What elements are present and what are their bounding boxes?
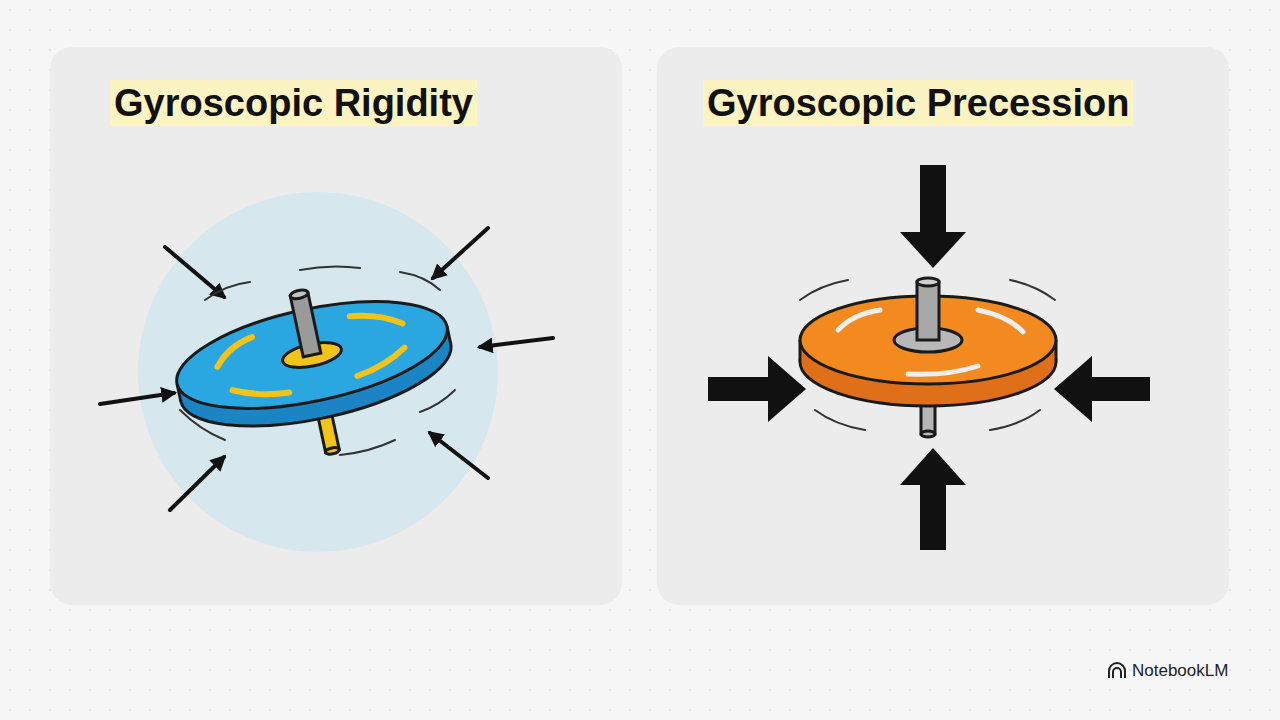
panel-card: Gyroscopic Precession: [657, 47, 1229, 605]
hub: [894, 328, 962, 352]
disk-side: [177, 326, 451, 401]
motion-line: [420, 390, 455, 412]
shaft: [917, 282, 939, 340]
motion-lines: [800, 280, 1055, 430]
force-arrows: [100, 228, 553, 510]
disk-top: [800, 296, 1056, 384]
panel-heading: Gyroscopic Precession: [703, 80, 1133, 126]
swoosh: [233, 379, 290, 404]
disk-edge: [177, 384, 181, 402]
block-arrow: [708, 377, 770, 401]
swoosh: [978, 310, 1023, 332]
force-arrow: [165, 247, 224, 297]
motion-line: [1010, 280, 1055, 300]
force-arrow: [170, 457, 224, 510]
disk-edge: [1055, 340, 1058, 362]
swoosh: [838, 310, 880, 330]
motion-line: [180, 410, 225, 440]
force-arrow: [433, 228, 488, 278]
block-arrow: [920, 165, 946, 233]
motion-line: [205, 282, 250, 300]
disk-side: [800, 318, 1056, 406]
spindle: [921, 370, 935, 434]
blue-gyroscope: [163, 262, 468, 483]
motion-line: [400, 272, 440, 290]
motion-line: [300, 266, 360, 270]
panel-heading: Gyroscopic Rigidity: [110, 80, 477, 126]
spindle-tip: [921, 431, 935, 437]
shaft-top: [917, 278, 939, 286]
block-arrow: [920, 484, 946, 550]
disk-side: [171, 299, 460, 446]
hub: [280, 338, 343, 372]
block-arrows: [708, 165, 1150, 550]
block-arrow: [900, 448, 966, 485]
halo: [138, 192, 498, 552]
block-arrow: [768, 356, 806, 422]
swoosh: [354, 348, 409, 376]
logo-arc: [1109, 663, 1125, 678]
shaft: [290, 292, 320, 356]
force-arrow: [430, 433, 488, 478]
swoosh: [350, 306, 403, 334]
spindle: [309, 373, 339, 452]
motion-line: [800, 280, 848, 300]
watermark: NotebookLM: [1132, 661, 1228, 681]
motion-line: [340, 440, 395, 455]
panel-card: Gyroscopic Rigidity: [50, 47, 622, 605]
disk-edge: [447, 326, 451, 344]
disk-edge: [799, 340, 802, 362]
block-arrow: [1054, 356, 1092, 422]
logo-icon: [1109, 663, 1125, 678]
swoosh: [908, 366, 978, 374]
swoosh: [213, 337, 257, 367]
motion-lines: [180, 266, 455, 455]
block-arrow: [1090, 377, 1150, 401]
force-arrow: [100, 393, 174, 404]
force-arrow: [480, 338, 553, 347]
disk-top: [167, 281, 456, 428]
motion-line: [815, 410, 865, 430]
logo-arc: [1113, 668, 1121, 678]
orange-gyroscope: [800, 278, 1056, 437]
motion-line: [990, 410, 1040, 430]
disk-side: [800, 340, 1056, 362]
shaft-top: [289, 289, 308, 301]
spindle-tip: [325, 446, 340, 455]
block-arrow: [900, 232, 966, 268]
